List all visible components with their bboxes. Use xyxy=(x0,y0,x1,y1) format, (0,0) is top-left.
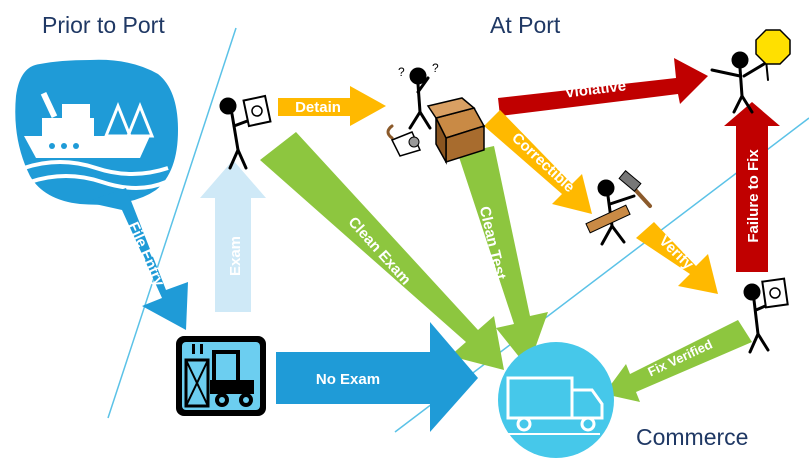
ship-icon xyxy=(15,59,179,205)
exam-arrow: Exam xyxy=(200,160,266,312)
detain-arrow-label: Detain xyxy=(295,99,341,116)
svg-text:?: ? xyxy=(398,65,405,79)
hammer-worker-icon xyxy=(585,170,652,246)
commerce-heading: Commerce xyxy=(636,424,749,450)
file-entry-arrow: File Entry xyxy=(86,188,188,330)
svg-text:?: ? xyxy=(432,61,439,75)
verify-inspector-icon xyxy=(743,277,789,354)
prior-to-port-heading: Prior to Port xyxy=(42,12,165,38)
confused-inspector-icon: ? ? xyxy=(386,61,439,157)
no-exam-arrow: No Exam xyxy=(276,322,478,432)
inspector-icon xyxy=(219,94,272,170)
detain-arrow: Detain xyxy=(278,86,386,126)
verify-arrow: Verify xyxy=(636,222,718,294)
prior-port-divider xyxy=(107,27,237,419)
violative-arrow: Violative xyxy=(498,58,708,116)
open-box-icon xyxy=(426,97,486,165)
delivery-truck-icon xyxy=(498,342,614,458)
fix-verified-arrow: Fix Verified xyxy=(604,320,752,402)
stop-sign-figure-icon xyxy=(710,29,791,114)
no-exam-arrow-label: No Exam xyxy=(316,371,380,388)
at-port-heading: At Port xyxy=(490,12,561,38)
exam-arrow-label: Exam xyxy=(227,236,244,276)
warehouse-forklift-icon xyxy=(176,336,266,416)
failure-to-fix-arrow-label: Failure to Fix xyxy=(745,149,762,243)
failure-to-fix-arrow: Failure to Fix xyxy=(724,102,780,272)
correctible-arrow-label: Correctible xyxy=(508,129,578,195)
